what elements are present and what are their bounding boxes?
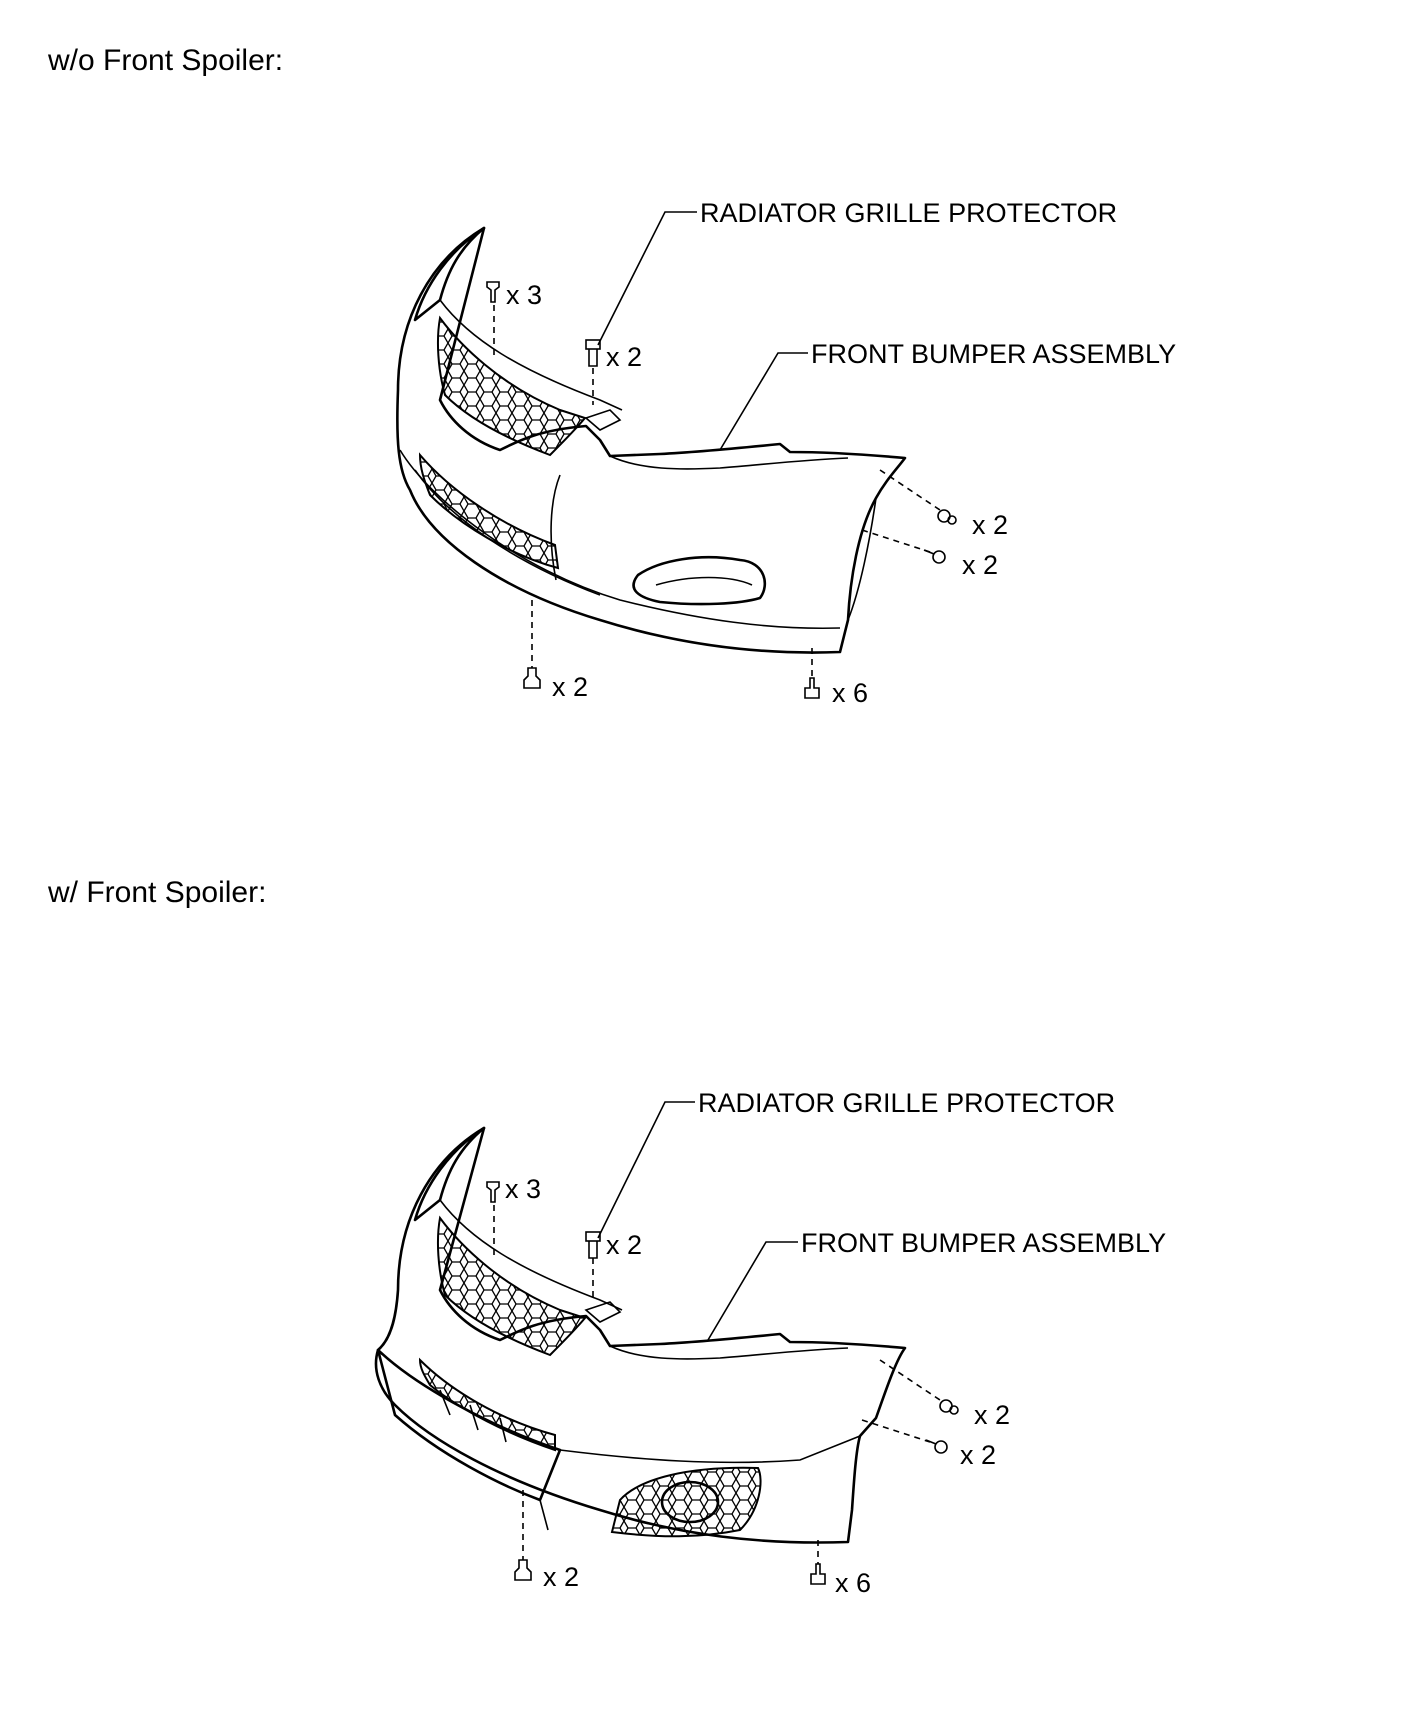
- label-front-bumper-assembly: FRONT BUMPER ASSEMBLY: [801, 1228, 1166, 1258]
- leader-front-bumper-assembly: [707, 1241, 798, 1341]
- lower-grille-mesh: [418, 1357, 556, 1452]
- clip-icon: [937, 509, 957, 525]
- label-front-bumper-assembly: FRONT BUMPER ASSEMBLY: [811, 339, 1176, 369]
- screw-icon: [923, 549, 946, 564]
- qty-screw-grille: x 2: [606, 1230, 642, 1260]
- qty-screw-grille: x 2: [606, 342, 642, 372]
- bolt-icon: [810, 1563, 826, 1585]
- dashed-leader-clip-right: [879, 469, 941, 511]
- clip-icon: [486, 1181, 500, 1203]
- dashed-leader-screw-right: [861, 1419, 931, 1443]
- lower-grille-mesh: [418, 452, 560, 570]
- qty-clip-bottom: x 2: [543, 1562, 579, 1592]
- upper-grille-mesh: [436, 1215, 587, 1357]
- front-bumper-assembly-drawing: [396, 226, 907, 654]
- bolt-icon: [804, 677, 820, 699]
- qty-screw-right: x 2: [962, 550, 998, 580]
- qty-clip-top: x 3: [505, 1174, 541, 1204]
- clip-icon: [523, 667, 541, 689]
- screw-icon: [585, 339, 601, 367]
- qty-clip-right: x 2: [974, 1400, 1010, 1430]
- leader-radiator-grille-protector: [597, 1101, 695, 1239]
- screw-icon: [925, 1439, 948, 1454]
- screw-icon: [585, 1231, 601, 1259]
- qty-clip-top: x 3: [506, 280, 542, 310]
- label-radiator-grille-protector: RADIATOR GRILLE PROTECTOR: [700, 198, 1117, 228]
- label-radiator-grille-protector: RADIATOR GRILLE PROTECTOR: [698, 1088, 1115, 1118]
- bumper-diagram-without-spoiler: RADIATOR GRILLE PROTECTOR FRONT BUMPER A…: [396, 198, 1176, 708]
- bumper-diagram-with-spoiler: RADIATOR GRILLE PROTECTOR FRONT BUMPER A…: [374, 1088, 1166, 1598]
- leader-front-bumper-assembly: [719, 352, 808, 451]
- qty-bolt-bottom: x 6: [835, 1568, 871, 1598]
- front-bumper-assembly-drawing: [374, 1126, 907, 1544]
- fog-lamp-bezel: [610, 1466, 762, 1538]
- dashed-leader-clip-right: [879, 1359, 941, 1401]
- qty-screw-right: x 2: [960, 1440, 996, 1470]
- dashed-leader-screw-right: [861, 529, 931, 553]
- section-title-without-spoiler: w/o Front Spoiler:: [48, 44, 284, 77]
- qty-clip-right: x 2: [972, 510, 1008, 540]
- front-spoiler: [376, 1348, 562, 1502]
- qty-bolt-bottom: x 6: [832, 678, 868, 708]
- leader-radiator-grille-protector: [597, 211, 697, 346]
- clip-icon: [486, 281, 500, 303]
- section-title-with-spoiler: w/ Front Spoiler:: [48, 876, 267, 909]
- fog-lamp: [660, 1480, 720, 1524]
- upper-grille-mesh: [436, 315, 587, 457]
- fog-lamp-opening: [632, 555, 767, 606]
- clip-icon: [939, 1399, 959, 1415]
- qty-clip-bottom: x 2: [552, 672, 588, 702]
- clip-icon: [514, 1559, 532, 1581]
